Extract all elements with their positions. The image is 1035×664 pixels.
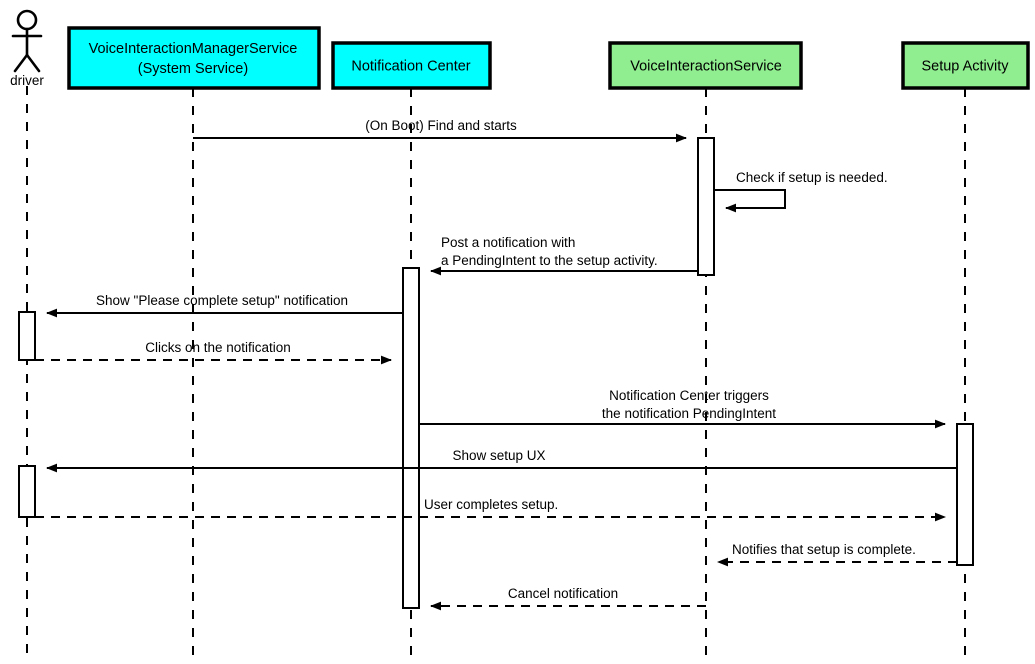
activation-bar-driver [18,311,36,361]
participant-vis[interactable]: VoiceInteractionService [608,41,803,90]
activation-bar-driver [18,465,36,518]
participant-driver[interactable]: driver [10,9,44,88]
message-m9: Notifies that setup is complete. [717,542,957,567]
participant-label-notif: Notification Center [351,58,470,74]
message-m7: Show setup UX [46,448,957,473]
message-m1: (On Boot) Find and starts [193,118,687,143]
participant-setup[interactable]: Setup Activity [901,41,1030,90]
activation-bar-notif [402,267,420,609]
participant-vims[interactable]: VoiceInteractionManagerService (System Se… [67,26,321,90]
participant-label-driver: driver [10,73,44,88]
participant-box-vis[interactable] [608,41,803,90]
participant-box-notif[interactable] [331,41,492,90]
actor-leg-right-icon [25,53,41,73]
message-m2: Check if setup is needed. [715,170,888,213]
message-m10: Cancel notification [430,586,706,611]
actor-leg-left-icon [13,53,29,73]
message-label-m5: Clicks on the notification [145,340,291,355]
message-m8: User completes setup. [35,497,946,522]
message-m6: Notification Center triggers the notifica… [419,388,946,429]
message-label2-m6: the notification PendingIntent [602,406,776,421]
message-m4: Show "Please complete setup" notificatio… [46,293,403,318]
message-label-m7: Show setup UX [452,448,545,463]
participants-layer: driver VoiceInteractionManagerService (Sys… [10,9,1030,90]
message-label-m6: Notification Center triggers [609,388,769,403]
message-label-m4: Show "Please complete setup" notificatio… [96,293,348,308]
message-label-m2: Check if setup is needed. [736,170,888,185]
activation-bar-setup [956,423,974,566]
activations-layer [18,137,974,609]
participant-label-vims: VoiceInteractionManagerService [89,41,298,57]
message-label-m8: User completes setup. [424,497,558,512]
participant-sublabel-vims: (System Service) [138,61,248,77]
participant-box-setup[interactable] [901,41,1030,90]
participant-label-setup: Setup Activity [921,58,1009,74]
message-line-m2 [715,189,786,213]
participant-label-vis: VoiceInteractionService [630,58,782,74]
message-label-m9: Notifies that setup is complete. [732,542,916,557]
message-label-m10: Cancel notification [508,586,618,601]
activation-bar-vis [697,137,715,276]
message-label-m1: (On Boot) Find and starts [365,118,517,133]
participant-box-vims[interactable] [67,26,321,90]
message-m3: Post a notification with a PendingIntent … [430,235,698,276]
actor-head-icon [16,9,38,31]
participant-notif[interactable]: Notification Center [331,41,492,90]
message-m5: Clicks on the notification [35,340,392,365]
message-label2-m3: a PendingIntent to the setup activity. [441,253,658,268]
message-label-m3: Post a notification with [441,235,575,250]
